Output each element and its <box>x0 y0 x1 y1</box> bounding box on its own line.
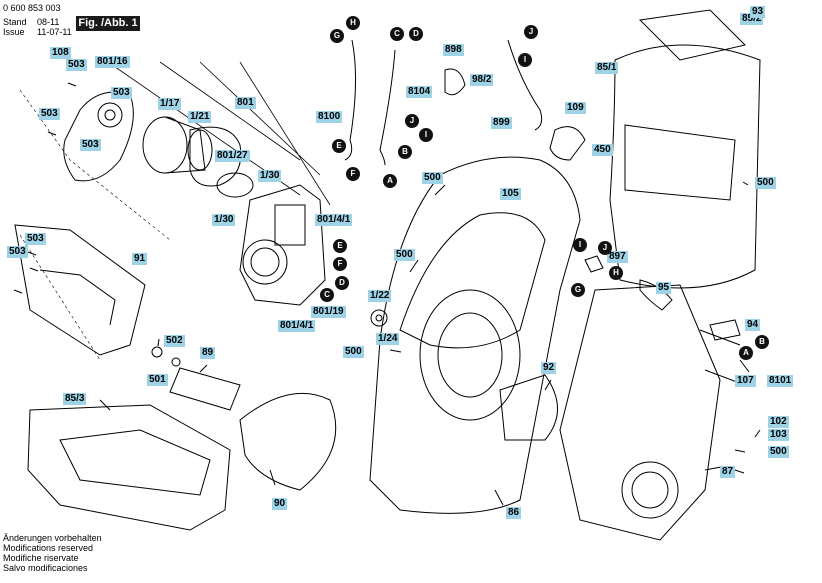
part-label-95[interactable]: 95 <box>656 282 672 294</box>
callout-i: I <box>518 53 532 67</box>
part-label-500[interactable]: 500 <box>422 172 443 184</box>
stand-date: 08-11 <box>37 17 60 27</box>
part-label-94[interactable]: 94 <box>745 319 761 331</box>
part-label-103[interactable]: 103 <box>768 429 789 441</box>
callout-d: D <box>409 27 423 41</box>
part-label-89[interactable]: 89 <box>200 347 216 359</box>
callout-g: G <box>571 283 585 297</box>
part-label-91[interactable]: 91 <box>132 253 148 265</box>
footer-it: Modifiche riservate <box>3 553 79 563</box>
part-label-102[interactable]: 102 <box>768 416 789 428</box>
part-label-86[interactable]: 86 <box>506 507 522 519</box>
part-label-90[interactable]: 90 <box>272 498 288 510</box>
figure-title: Fig. /Abb. 1 <box>76 16 140 31</box>
part-label-108[interactable]: 108 <box>50 47 71 59</box>
part-label-85-3[interactable]: 85/3 <box>63 393 87 405</box>
part-label-1-21[interactable]: 1/21 <box>188 111 212 123</box>
callout-h: H <box>609 266 623 280</box>
part-label-1-24[interactable]: 1/24 <box>376 333 400 345</box>
stand-label: Stand <box>3 17 27 27</box>
part-label-501[interactable]: 501 <box>147 374 168 386</box>
part-label-107[interactable]: 107 <box>735 375 756 387</box>
part-label-897[interactable]: 897 <box>607 251 628 263</box>
part-label-500[interactable]: 500 <box>343 346 364 358</box>
part-label-85-1[interactable]: 85/1 <box>595 62 619 74</box>
part-label-502[interactable]: 502 <box>164 335 185 347</box>
part-label-109[interactable]: 109 <box>565 102 586 114</box>
callout-b: B <box>398 145 412 159</box>
part-label-801-4-1[interactable]: 801/4/1 <box>278 320 316 332</box>
part-label-93[interactable]: 93 <box>750 6 766 18</box>
callout-b: B <box>755 335 769 349</box>
part-label-92[interactable]: 92 <box>541 362 557 374</box>
callout-c: C <box>390 27 404 41</box>
part-label-87[interactable]: 87 <box>720 466 736 478</box>
part-label-1-22[interactable]: 1/22 <box>368 290 392 302</box>
part-label-801-19[interactable]: 801/19 <box>311 306 346 318</box>
part-label-500[interactable]: 500 <box>768 446 789 458</box>
part-label-503[interactable]: 503 <box>66 59 87 71</box>
part-label-503[interactable]: 503 <box>80 139 101 151</box>
callout-f: F <box>346 167 360 181</box>
part-label-8101[interactable]: 8101 <box>767 375 794 387</box>
callout-c: C <box>320 288 334 302</box>
part-label-899[interactable]: 899 <box>491 117 512 129</box>
issue-label: Issue <box>3 27 25 37</box>
part-label-503[interactable]: 503 <box>25 233 46 245</box>
part-label-8104[interactable]: 8104 <box>406 86 433 98</box>
callout-i: I <box>573 238 587 252</box>
callout-i: I <box>419 128 433 142</box>
callout-f: F <box>333 257 347 271</box>
footer-es: Salvo modificaciones <box>3 563 88 573</box>
footer-en: Modifications reserved <box>3 543 94 553</box>
footer-notes: Änderungen vorbehalten Modifications res… <box>3 533 102 573</box>
callout-h: H <box>346 16 360 30</box>
part-label-801-16[interactable]: 801/16 <box>95 56 130 68</box>
part-label-500[interactable]: 500 <box>755 177 776 189</box>
callout-d: D <box>335 276 349 290</box>
part-label-1-30[interactable]: 1/30 <box>212 214 236 226</box>
part-label-503[interactable]: 503 <box>7 246 28 258</box>
callout-e: E <box>333 239 347 253</box>
part-label-503[interactable]: 503 <box>111 87 132 99</box>
part-label-1-30[interactable]: 1/30 <box>258 170 282 182</box>
part-label-450[interactable]: 450 <box>592 144 613 156</box>
part-label-98-2[interactable]: 98/2 <box>470 74 494 86</box>
callout-g: G <box>330 29 344 43</box>
part-label-503[interactable]: 503 <box>39 108 60 120</box>
callout-a: A <box>383 174 397 188</box>
part-label-801-27[interactable]: 801/27 <box>215 150 250 162</box>
part-number: 0 600 853 003 <box>3 3 61 13</box>
callout-a: A <box>739 346 753 360</box>
issue-date: 11-07-11 <box>37 27 72 37</box>
part-label-500[interactable]: 500 <box>394 249 415 261</box>
footer-de: Änderungen vorbehalten <box>3 533 102 543</box>
part-label-801-4-1[interactable]: 801/4/1 <box>315 214 353 226</box>
part-label-898[interactable]: 898 <box>443 44 464 56</box>
part-label-801[interactable]: 801 <box>235 97 256 109</box>
callout-j: J <box>524 25 538 39</box>
callout-j: J <box>598 241 612 255</box>
part-label-8100[interactable]: 8100 <box>316 111 343 123</box>
callout-j: J <box>405 114 419 128</box>
callout-e: E <box>332 139 346 153</box>
part-label-1-17[interactable]: 1/17 <box>158 98 182 110</box>
part-label-105[interactable]: 105 <box>500 188 521 200</box>
